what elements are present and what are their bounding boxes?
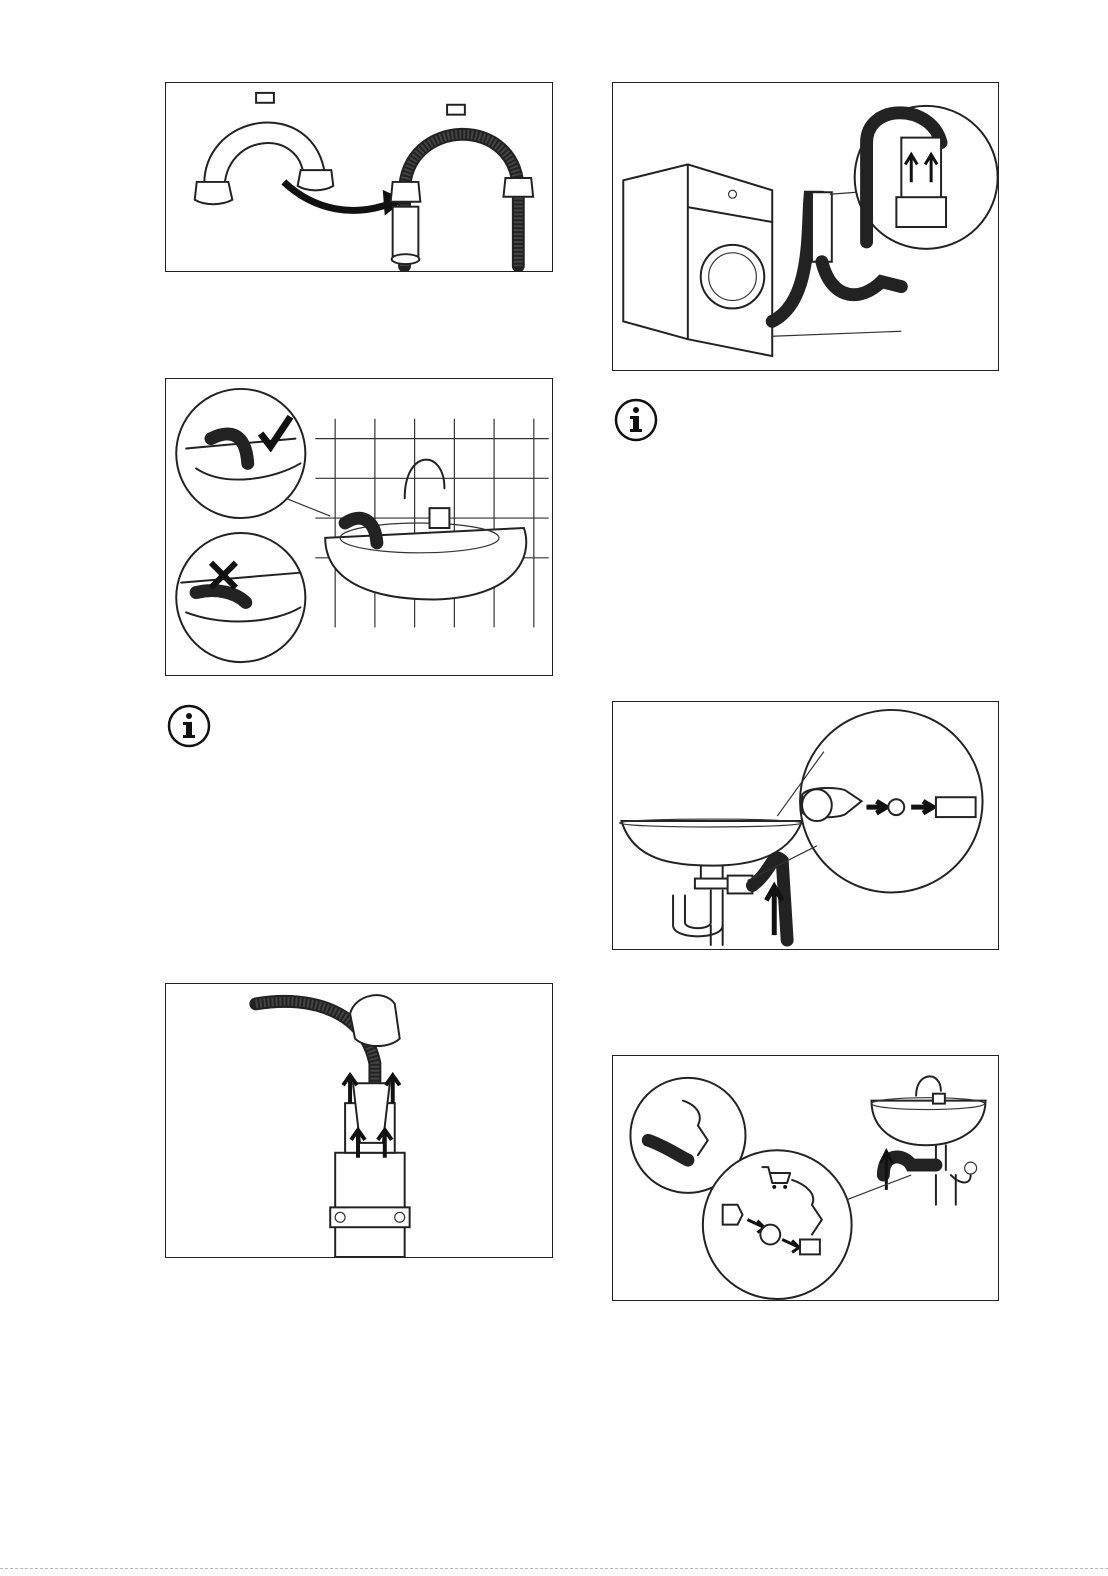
sink-spigot-illustration [613, 1056, 998, 1300]
info-icon [166, 703, 212, 749]
figure-sink-spigot-seal [612, 1055, 999, 1301]
sink-hook-illustration [166, 379, 552, 675]
info-icon [613, 397, 659, 443]
sink-trap-illustration [613, 702, 998, 949]
figure-machine-drain-pipe [612, 82, 999, 371]
figure-hose-guide-fit [165, 82, 553, 272]
washer-drain-illustration [613, 83, 998, 370]
figure-sink-trap-spigot [612, 701, 999, 950]
figure-sink-edge-hook [165, 378, 553, 676]
hose-guide-illustration [166, 83, 552, 271]
standpipe-illustration [166, 984, 552, 1257]
page-bottom-rule [0, 1568, 1108, 1569]
figure-standpipe-insert [165, 983, 553, 1258]
